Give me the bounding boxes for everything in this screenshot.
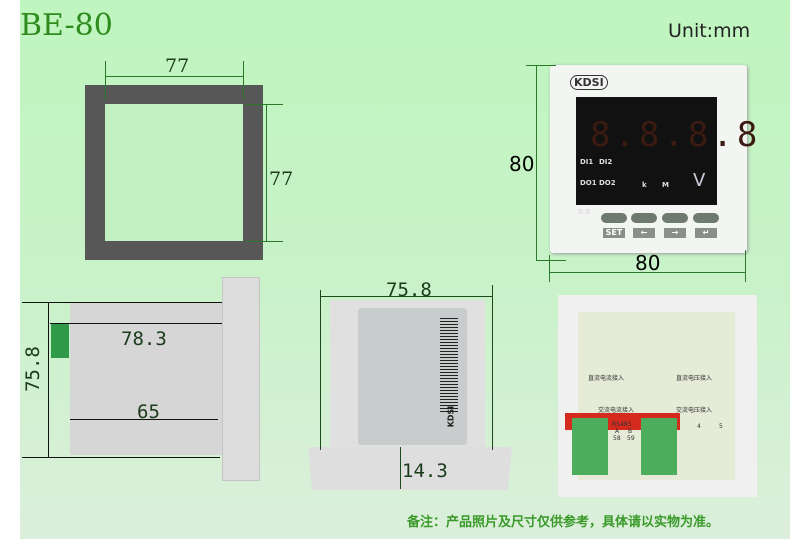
dim-tick bbox=[245, 241, 283, 242]
terminal-a: A bbox=[615, 428, 620, 435]
dim-line bbox=[70, 419, 218, 420]
terminal-4: 4 bbox=[697, 423, 701, 430]
right-button[interactable] bbox=[662, 213, 688, 223]
dim-tick bbox=[245, 104, 283, 105]
model-title: BE-80 bbox=[20, 8, 113, 43]
dc-voltage-label: 直流电压接入 bbox=[676, 375, 713, 382]
volt-unit: V bbox=[693, 170, 706, 191]
ac-current-label: 交流电流接入 bbox=[598, 407, 635, 414]
cutout-width: 77 bbox=[165, 55, 190, 77]
dim-tick bbox=[526, 65, 556, 66]
label-logo: KDSI bbox=[446, 405, 456, 428]
dim-line bbox=[50, 323, 222, 324]
dc-current-label: 直流电流接入 bbox=[588, 375, 625, 382]
brand-logo: KDSI bbox=[570, 75, 608, 90]
do1-label: DO1 bbox=[580, 179, 597, 187]
seven-segment-digits: 8.8.8.8 bbox=[590, 115, 762, 155]
side-body-depth: 65 bbox=[137, 401, 160, 423]
cutout-height: 77 bbox=[269, 168, 294, 190]
left-arrow-icon: ← bbox=[633, 228, 655, 238]
terminal-5: 5 bbox=[719, 423, 723, 430]
dim-tick bbox=[492, 285, 493, 450]
front-height: 80 bbox=[509, 152, 535, 176]
panel-cutout-opening bbox=[105, 104, 243, 241]
meter-side-bezel bbox=[222, 277, 260, 481]
dim-line bbox=[266, 104, 267, 241]
accuracy-class: 0.5 bbox=[578, 208, 591, 216]
dim-tick bbox=[243, 61, 244, 101]
rs485-label: RS485 bbox=[612, 421, 632, 428]
di2-label: DI2 bbox=[599, 158, 613, 166]
dim-tick bbox=[549, 255, 550, 282]
dim-line bbox=[22, 302, 222, 303]
dim-tick bbox=[536, 260, 566, 261]
k-label: k bbox=[642, 181, 647, 189]
ac-voltage-label: 交流电压接入 bbox=[676, 407, 713, 414]
set-button[interactable] bbox=[601, 213, 627, 223]
dim-line bbox=[536, 65, 537, 260]
meter-side-body bbox=[70, 303, 222, 455]
di1-label: DI1 bbox=[580, 158, 594, 166]
dim-line bbox=[48, 302, 49, 457]
dim-line bbox=[22, 457, 220, 458]
bezel-depth: 14.3 bbox=[402, 460, 448, 482]
dim-line bbox=[320, 296, 492, 297]
enter-button[interactable] bbox=[693, 213, 719, 223]
side-height: 75.8 bbox=[21, 346, 44, 392]
dim-line bbox=[400, 447, 401, 489]
barcode bbox=[440, 318, 458, 413]
terminal-connector bbox=[51, 324, 69, 358]
display-screen bbox=[576, 97, 717, 205]
terminal-59: 59 bbox=[627, 435, 635, 442]
set-label: SET bbox=[603, 228, 625, 238]
bottom-width: 75.8 bbox=[386, 279, 432, 301]
terminal-58: 58 bbox=[613, 435, 621, 442]
enter-icon: ↵ bbox=[695, 228, 717, 238]
unit-label: Unit:mm bbox=[668, 20, 751, 42]
dim-line bbox=[105, 76, 243, 77]
meter-bottom-bezel bbox=[308, 447, 512, 490]
left-button[interactable] bbox=[631, 213, 657, 223]
terminal-b: B bbox=[628, 428, 633, 435]
do2-label: DO2 bbox=[599, 179, 616, 187]
green-terminal-block bbox=[641, 418, 677, 475]
right-arrow-icon: → bbox=[664, 228, 686, 238]
disclaimer-note: 备注：产品照片及尺寸仅供参考，具体请以实物为准。 bbox=[407, 515, 720, 530]
dim-tick bbox=[745, 250, 746, 282]
dim-tick bbox=[105, 61, 106, 101]
side-depth: 78.3 bbox=[121, 328, 167, 350]
m-label: M bbox=[662, 181, 669, 189]
dim-tick bbox=[320, 290, 321, 450]
dim-line bbox=[549, 272, 745, 273]
green-terminal-block bbox=[572, 418, 608, 475]
front-width: 80 bbox=[635, 251, 661, 275]
